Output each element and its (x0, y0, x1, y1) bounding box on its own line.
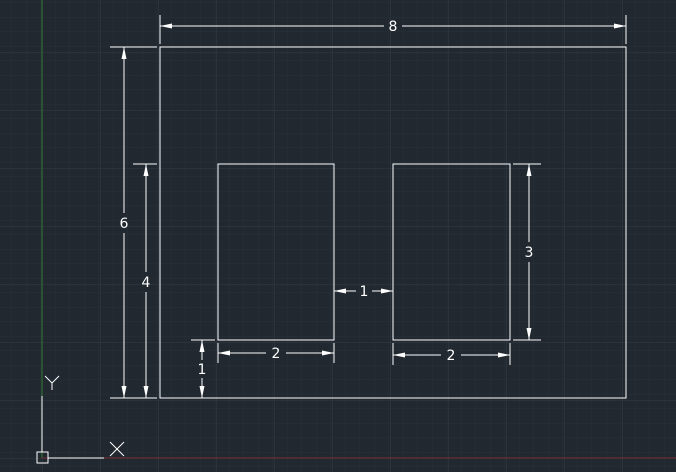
left-window[interactable] (217, 163, 335, 341)
dimension-overall-width[interactable] (159, 15, 627, 44)
dimension-left-window-width[interactable] (217, 343, 335, 363)
dimension-window-gap[interactable] (334, 288, 393, 294)
dimension-overall-height[interactable] (110, 46, 157, 399)
outer-rectangle[interactable] (159, 46, 627, 399)
dim-text-window-gap: 1 (360, 284, 369, 300)
dim-text-overall-width: 8 (389, 19, 398, 35)
right-window[interactable] (392, 163, 511, 341)
dimension-window-height[interactable] (133, 163, 157, 398)
dim-text-overall-height: 6 (120, 216, 129, 232)
dim-text-right-window-width: 2 (447, 348, 456, 364)
dimension-sill-height[interactable] (191, 339, 215, 398)
dim-text-right-window-height: 3 (525, 245, 534, 261)
dim-text-sill-height: 1 (198, 362, 207, 378)
dim-text-left-window-width: 2 (272, 346, 281, 362)
ucs-icon (36, 375, 125, 464)
dimension-right-window-width[interactable] (392, 343, 511, 365)
dimension-right-window-height[interactable] (513, 163, 541, 341)
dim-text-window-height: 4 (142, 275, 151, 291)
